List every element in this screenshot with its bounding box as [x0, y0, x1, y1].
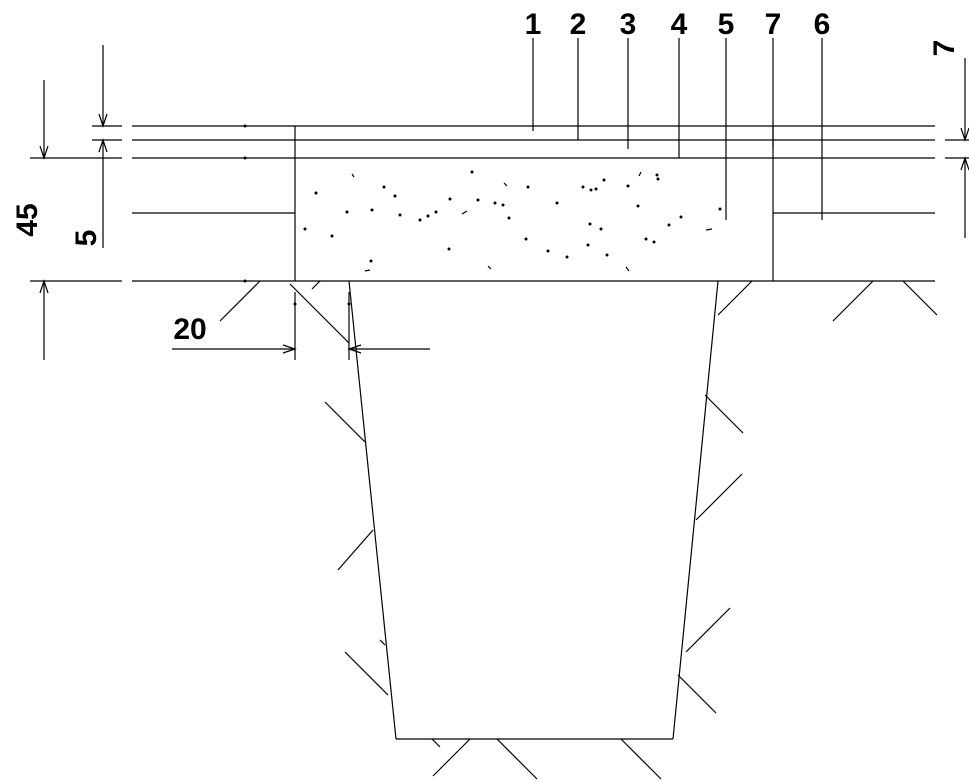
- callout-2: 2: [570, 8, 587, 41]
- dimension-20: 20: [173, 313, 206, 346]
- dimension-45: 45: [11, 203, 44, 236]
- ground-hatching: [219, 280, 938, 780]
- left-dimensions: 45 5: [11, 45, 122, 360]
- callout-leaders: [532, 38, 823, 220]
- right-dimensions: 7: [928, 40, 969, 238]
- callout-1: 1: [525, 8, 542, 41]
- callout-labels: 1 2 3 4 5 7 6: [525, 8, 831, 41]
- trench: [348, 280, 719, 740]
- callout-7: 7: [765, 8, 782, 41]
- concrete-block: [294, 126, 774, 281]
- dimension-5: 5: [70, 230, 103, 247]
- callout-3: 3: [620, 8, 637, 41]
- offset-dimension: 20: [172, 292, 430, 360]
- layer-lines: [132, 125, 935, 282]
- dimension-7: 7: [928, 40, 961, 57]
- callout-4: 4: [671, 8, 688, 41]
- callout-5: 5: [718, 8, 735, 41]
- aggregate-fill: [243, 124, 722, 283]
- callout-6: 6: [814, 8, 831, 41]
